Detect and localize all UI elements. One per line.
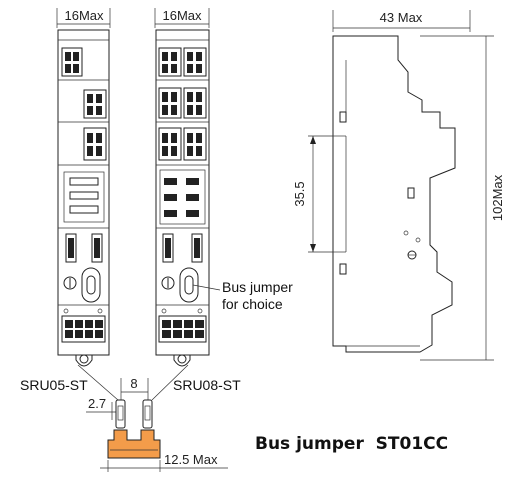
bus-jumper-note-line2: for choice bbox=[222, 296, 283, 312]
offset-dimension: 2.7 bbox=[86, 396, 121, 420]
middle-width-label: 16Max bbox=[162, 8, 202, 23]
side-width-label: 43 Max bbox=[380, 10, 423, 25]
middle-socket-sru08 bbox=[155, 29, 210, 367]
left-width-dimension: 16Max bbox=[56, 8, 111, 28]
jumper-width-label: 12.5 Max bbox=[164, 452, 218, 467]
product-title: Bus jumper ST01CC bbox=[255, 434, 448, 454]
offset-label: 2.7 bbox=[88, 396, 106, 411]
pitch-label: 8 bbox=[130, 376, 137, 391]
left-width-label: 16Max bbox=[64, 8, 104, 23]
pitch-dimension: 8 bbox=[120, 376, 149, 402]
right-model-label: SRU08-ST bbox=[173, 377, 241, 393]
side-profile-view: 43 Max 35.5 102Max bbox=[292, 10, 505, 361]
left-socket-sru05 bbox=[57, 29, 110, 367]
model-labels: SRU05-ST SRU08-ST bbox=[20, 364, 241, 401]
total-height-label: 102Max bbox=[490, 174, 505, 221]
bus-jumper-note-line1: Bus jumper bbox=[222, 279, 293, 295]
jumper-body bbox=[107, 429, 161, 459]
middle-width-dimension: 16Max bbox=[154, 8, 210, 28]
left-model-label: SRU05-ST bbox=[20, 377, 88, 393]
bus-jumper-part: 12.5 Max bbox=[100, 399, 228, 472]
rail-height-label: 35.5 bbox=[292, 181, 307, 206]
bus-jumper-callout: Bus jumper for choice bbox=[192, 279, 293, 312]
